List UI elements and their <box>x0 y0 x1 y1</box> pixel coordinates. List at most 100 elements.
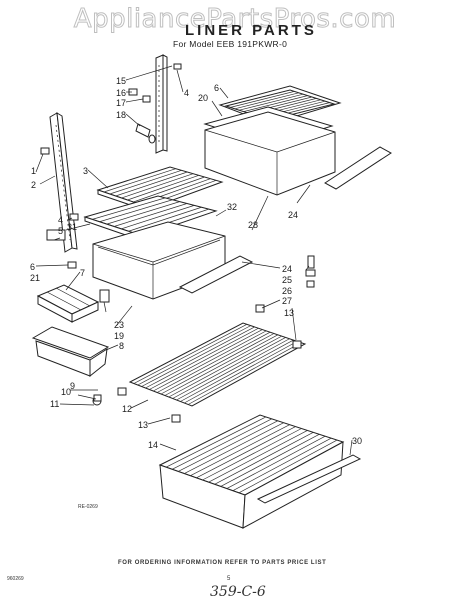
callout-16: 16 <box>116 88 126 98</box>
small-clips-left <box>40 147 79 269</box>
callout-26: 26 <box>282 286 292 296</box>
callout-1: 1 <box>31 166 36 176</box>
drawer-trim-right <box>324 146 392 190</box>
callout-10: 10 <box>61 387 71 397</box>
drawing-code: RE-0269 <box>78 504 98 510</box>
wire-rod <box>202 428 302 481</box>
callout-24-mid: 24 <box>282 264 292 274</box>
wire-rod <box>243 95 308 112</box>
wire-rod <box>184 341 298 404</box>
ice-bin <box>31 326 110 378</box>
leader-lines <box>35 65 353 456</box>
wire-rod <box>190 424 290 477</box>
crisper-drawer-center <box>92 221 226 300</box>
wire-rod <box>164 334 279 396</box>
model-subtitle: For Model EEB 191PKWR-0 <box>173 39 288 49</box>
wire-rod <box>115 171 188 197</box>
wire-rod <box>113 203 188 227</box>
callout-31: 31 <box>67 222 77 232</box>
wire-rod <box>92 197 166 220</box>
wire-rod <box>128 206 202 232</box>
ice-tray <box>36 284 100 323</box>
wire-rod <box>106 201 180 225</box>
wire-rod <box>176 338 290 401</box>
wire-rod <box>121 173 194 199</box>
drawer-trim-center <box>178 255 254 294</box>
page-number: 5 <box>227 576 231 582</box>
page-title: LINER PARTS <box>185 22 317 39</box>
callout-18: 18 <box>116 110 126 120</box>
wire-rod <box>168 335 282 398</box>
wire-rod <box>180 339 294 402</box>
callout-labels: 15 16 17 18 4 20 6 1 2 3 4 5 31 6 21 7 3… <box>30 76 362 450</box>
wire-rod <box>178 420 278 472</box>
wire-rod <box>214 432 314 485</box>
callout-23: 23 <box>114 320 124 330</box>
wire-rod <box>171 418 273 470</box>
callout-15: 15 <box>116 76 126 86</box>
callout-5: 5 <box>58 226 63 236</box>
callout-19: 19 <box>114 331 124 341</box>
callout-30: 30 <box>352 436 362 446</box>
callout-32: 32 <box>227 202 237 212</box>
ordering-footer: FOR ORDERING INFORMATION REFER TO PARTS … <box>118 560 327 566</box>
wire-rod <box>109 170 182 195</box>
wire-rod <box>226 435 326 489</box>
wire-rod <box>196 426 296 479</box>
wire-rod <box>184 422 284 474</box>
callout-8: 8 <box>119 341 124 351</box>
small-parts-right <box>305 255 316 288</box>
wire-rod <box>141 326 255 387</box>
wire-rod <box>133 324 248 384</box>
callout-12: 12 <box>122 404 132 414</box>
ice-tray-clip <box>99 289 110 303</box>
shelf-support-upper <box>155 54 168 154</box>
callout-21: 21 <box>30 273 40 283</box>
wire-basket <box>158 414 345 529</box>
callout-3: 3 <box>83 166 88 176</box>
wire-rod <box>220 433 320 487</box>
wire-rod <box>99 199 173 223</box>
wire-rod <box>165 416 267 468</box>
watermark: AppliancePartsPros.com <box>73 4 397 35</box>
shelf-brackets-lower <box>92 304 302 423</box>
wire-rod <box>153 330 267 392</box>
callout-13-mid: 13 <box>284 308 294 318</box>
wire-rod <box>149 329 263 390</box>
callout-28: 28 <box>248 220 258 230</box>
wire-rod <box>145 327 259 389</box>
callout-20: 20 <box>198 93 208 103</box>
callout-25: 25 <box>282 275 292 285</box>
wire-rod <box>238 439 338 494</box>
callout-6-left: 6 <box>30 262 35 272</box>
callout-13-low: 13 <box>138 420 148 430</box>
callout-4-left: 4 <box>58 215 63 225</box>
wire-rod <box>103 168 176 193</box>
wire-rod <box>232 437 332 492</box>
callout-9: 9 <box>70 381 75 391</box>
crisper-drawer-right <box>204 111 336 196</box>
callout-14: 14 <box>148 440 158 450</box>
wire-rod <box>234 92 299 110</box>
callout-27: 27 <box>282 296 292 306</box>
callout-6-top: 6 <box>214 83 219 93</box>
wire-rod <box>208 430 308 483</box>
wire-rod <box>187 342 302 405</box>
basket-rail <box>256 454 362 504</box>
callout-11: 11 <box>50 399 59 409</box>
callout-24-top: 24 <box>288 210 298 220</box>
callout-4-top: 4 <box>184 88 189 98</box>
wire-rod <box>160 333 275 395</box>
callout-2: 2 <box>31 180 36 190</box>
wire-rod <box>230 91 295 108</box>
wire-rod <box>127 175 200 201</box>
callout-17: 17 <box>116 98 126 108</box>
wire-rod <box>239 93 304 111</box>
wire-rod <box>156 331 271 393</box>
document-number: 960269 <box>7 576 24 582</box>
wire-rod <box>172 337 286 399</box>
small-clips-upper <box>128 63 182 144</box>
callout-7: 7 <box>80 268 85 278</box>
wire-rod <box>137 325 251 386</box>
